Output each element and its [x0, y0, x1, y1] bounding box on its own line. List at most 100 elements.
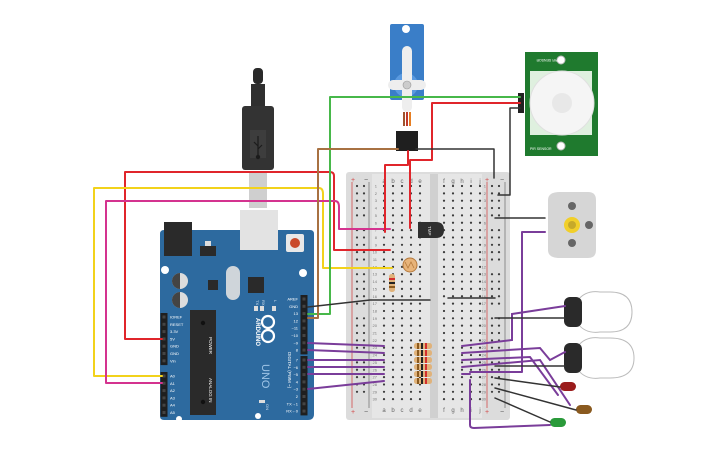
- breadboard-hole[interactable]: [478, 221, 482, 224]
- resistor[interactable]: [414, 364, 432, 370]
- breadboard-hole[interactable]: [391, 398, 395, 401]
- rail-hole[interactable]: [490, 184, 494, 188]
- rail-hole[interactable]: [490, 376, 494, 379]
- breadboard-hole[interactable]: [442, 390, 446, 393]
- breadboard-hole[interactable]: [451, 251, 455, 254]
- breadboard-hole[interactable]: [478, 353, 482, 357]
- rail-hole[interactable]: [490, 331, 494, 335]
- rail-hole[interactable]: [355, 376, 359, 379]
- breadboard-hole[interactable]: [460, 317, 464, 320]
- breadboard-hole[interactable]: [451, 287, 455, 290]
- header-pin[interactable]: [162, 411, 166, 414]
- breadboard-hole[interactable]: [382, 324, 386, 327]
- breadboard-hole[interactable]: [409, 317, 413, 320]
- rail-hole[interactable]: [490, 280, 494, 283]
- header-pin[interactable]: [302, 395, 306, 398]
- breadboard-hole[interactable]: [400, 221, 404, 224]
- breadboard-hole[interactable]: [442, 383, 446, 386]
- wire-purple-output[interactable]: [461, 305, 566, 347]
- breadboard-hole[interactable]: [382, 383, 386, 386]
- rail-hole[interactable]: [362, 331, 366, 335]
- rail-hole[interactable]: [497, 229, 501, 232]
- breadboard-hole[interactable]: [442, 236, 446, 239]
- rail-hole[interactable]: [355, 368, 359, 371]
- led-green[interactable]: [550, 418, 566, 427]
- rail-hole[interactable]: [362, 390, 366, 393]
- breadboard-hole[interactable]: [442, 214, 446, 217]
- breadboard-hole[interactable]: [442, 361, 446, 364]
- breadboard-hole[interactable]: [469, 309, 473, 313]
- breadboard-hole[interactable]: [460, 184, 464, 188]
- breadboard-hole[interactable]: [442, 339, 446, 342]
- pir-sensor[interactable]: PIR SENSOR PIR SENSOR: [518, 52, 598, 156]
- breadboard-hole[interactable]: [391, 390, 395, 393]
- breadboard-hole[interactable]: [478, 390, 482, 393]
- breadboard-hole[interactable]: [460, 214, 464, 217]
- rail-hole[interactable]: [362, 258, 366, 261]
- breadboard-hole[interactable]: [478, 361, 482, 364]
- header-pin[interactable]: [302, 402, 306, 406]
- breadboard-hole[interactable]: [409, 390, 413, 393]
- breadboard-hole[interactable]: [460, 398, 464, 401]
- rail-hole[interactable]: [355, 324, 359, 327]
- breadboard-hole[interactable]: [451, 383, 455, 386]
- breadboard-hole[interactable]: [478, 192, 482, 195]
- breadboard-hole[interactable]: [418, 199, 422, 202]
- breadboard-hole[interactable]: [478, 236, 482, 239]
- rail-hole[interactable]: [497, 192, 501, 195]
- reset-button-cap[interactable]: [290, 238, 300, 248]
- breadboard-hole[interactable]: [400, 199, 404, 202]
- breadboard-hole[interactable]: [451, 361, 455, 364]
- breadboard-hole[interactable]: [409, 368, 413, 371]
- rail-hole[interactable]: [362, 192, 366, 195]
- breadboard-hole[interactable]: [391, 339, 395, 342]
- breadboard-hole[interactable]: [469, 236, 473, 239]
- breadboard-hole[interactable]: [451, 229, 455, 232]
- breadboard-hole[interactable]: [442, 192, 446, 195]
- rail-hole[interactable]: [362, 236, 366, 239]
- rail-hole[interactable]: [497, 258, 501, 261]
- wire-black-ground[interactable]: [494, 397, 551, 423]
- breadboard-hole[interactable]: [409, 273, 413, 276]
- wire-purple-output[interactable]: [461, 358, 571, 406]
- breadboard-hole[interactable]: [418, 324, 422, 327]
- light-bulb-1[interactable]: [564, 291, 633, 333]
- rail-hole[interactable]: [497, 390, 501, 393]
- rail-hole[interactable]: [497, 206, 501, 210]
- breadboard-hole[interactable]: [382, 236, 386, 239]
- breadboard-hole[interactable]: [382, 251, 386, 254]
- breadboard-hole[interactable]: [451, 199, 455, 202]
- wire-purple-signal[interactable]: [307, 342, 385, 347]
- breadboard-hole[interactable]: [409, 376, 413, 379]
- breadboard-hole[interactable]: [400, 265, 404, 268]
- breadboard-hole[interactable]: [460, 192, 464, 195]
- breadboard-hole[interactable]: [409, 383, 413, 386]
- breadboard-hole[interactable]: [418, 206, 422, 210]
- rail-hole[interactable]: [355, 390, 359, 393]
- breadboard-hole[interactable]: [391, 206, 395, 210]
- breadboard-hole[interactable]: [478, 383, 482, 386]
- breadboard-hole[interactable]: [400, 287, 404, 290]
- resistor[interactable]: [414, 371, 432, 377]
- breadboard-hole[interactable]: [409, 302, 413, 305]
- breadboard-hole[interactable]: [391, 331, 395, 335]
- breadboard-hole[interactable]: [400, 317, 404, 320]
- rail-hole[interactable]: [497, 236, 501, 239]
- breadboard-hole[interactable]: [469, 199, 473, 202]
- breadboard-hole[interactable]: [418, 280, 422, 283]
- breadboard-hole[interactable]: [478, 280, 482, 283]
- breadboard-hole[interactable]: [469, 229, 473, 232]
- breadboard-hole[interactable]: [409, 309, 413, 313]
- rail-hole[interactable]: [362, 339, 366, 342]
- rail-hole[interactable]: [490, 258, 494, 261]
- header-pin[interactable]: [302, 334, 306, 337]
- breadboard-hole[interactable]: [469, 331, 473, 335]
- breadboard-hole[interactable]: [478, 258, 482, 261]
- breadboard-hole[interactable]: [391, 295, 395, 298]
- breadboard-hole[interactable]: [460, 243, 464, 246]
- breadboard-hole[interactable]: [469, 192, 473, 195]
- breadboard-hole[interactable]: [442, 302, 446, 305]
- rail-hole[interactable]: [490, 192, 494, 195]
- header-pin[interactable]: [162, 330, 166, 334]
- breadboard-hole[interactable]: [391, 368, 395, 371]
